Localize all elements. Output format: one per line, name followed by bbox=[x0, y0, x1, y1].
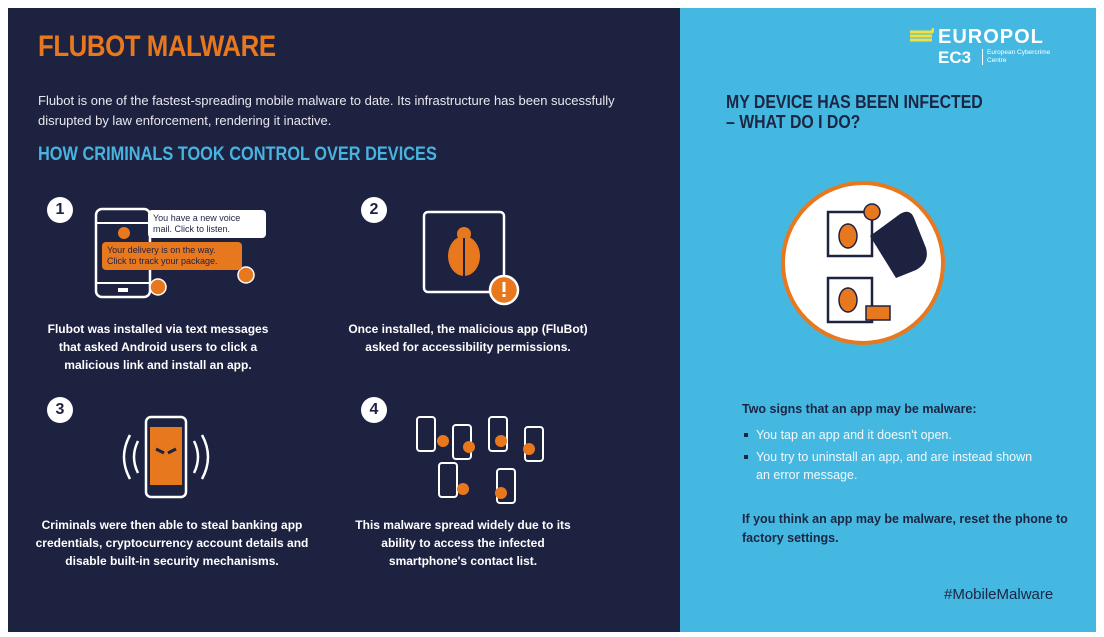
logo-unit: EC3 bbox=[938, 48, 972, 67]
step-number-4: 4 bbox=[361, 397, 387, 423]
advice-text: If you think an app may be malware, rese… bbox=[742, 512, 1068, 545]
heading-line-2: – WHAT DO I DO? bbox=[726, 112, 861, 132]
phone-sms-illustration bbox=[94, 207, 255, 299]
sign-item: You try to uninstall an app, and are ins… bbox=[742, 448, 1042, 484]
step-number-2: 2 bbox=[361, 197, 387, 223]
left-panel: FLUBOT MALWARE Flubot is one of the fast… bbox=[8, 8, 680, 632]
delivery-bubble-text: Your delivery is on the way. Click to tr… bbox=[102, 242, 242, 270]
section-heading: HOW CRIMINALS TOOK CONTROL OVER DEVICES bbox=[38, 144, 437, 165]
hand-icon bbox=[870, 211, 927, 278]
logo-unit-full: European Cybercrime Centre bbox=[982, 49, 1052, 65]
bug-icon bbox=[237, 266, 255, 284]
intro-text: Flubot is one of the fastest-spreading m… bbox=[38, 93, 615, 128]
right-panel: EUROPOL EC3 European Cybercrime Centre M… bbox=[680, 8, 1096, 632]
hashtag: #MobileMalware bbox=[944, 586, 1054, 603]
step-4-caption: This malware spread widely due to its ab… bbox=[355, 518, 571, 568]
bug-warning-illustration bbox=[422, 210, 520, 306]
infected-app-illustration bbox=[781, 181, 945, 345]
right-heading: MY DEVICE HAS BEEN INFECTED – WHAT DO I … bbox=[726, 92, 983, 132]
step-3-caption: Criminals were then able to steal bankin… bbox=[35, 518, 309, 568]
page-title: FLUBOT MALWARE bbox=[38, 30, 276, 63]
signs-title: Two signs that an app may be malware: bbox=[742, 402, 977, 416]
hacked-phone-illustration bbox=[122, 415, 210, 499]
spreading-phones-illustration bbox=[416, 416, 544, 504]
step-2-caption: Once installed, the malicious app (FluBo… bbox=[348, 322, 588, 354]
sign-item: You tap an app and it doesn't open. bbox=[742, 426, 1042, 444]
android-icon bbox=[118, 227, 130, 239]
europol-flag-icon bbox=[910, 28, 934, 42]
warning-icon bbox=[863, 203, 881, 221]
logo-name: EUROPOL bbox=[938, 26, 1044, 48]
step-number-1: 1 bbox=[47, 197, 73, 223]
voicemail-bubble-text: You have a new voice mail. Click to list… bbox=[148, 210, 266, 238]
heading-line-1: MY DEVICE HAS BEEN INFECTED bbox=[726, 92, 983, 112]
bug-icon bbox=[149, 278, 167, 296]
step-number-3: 3 bbox=[47, 397, 73, 423]
step-1-caption: Flubot was installed via text messages t… bbox=[47, 322, 269, 372]
